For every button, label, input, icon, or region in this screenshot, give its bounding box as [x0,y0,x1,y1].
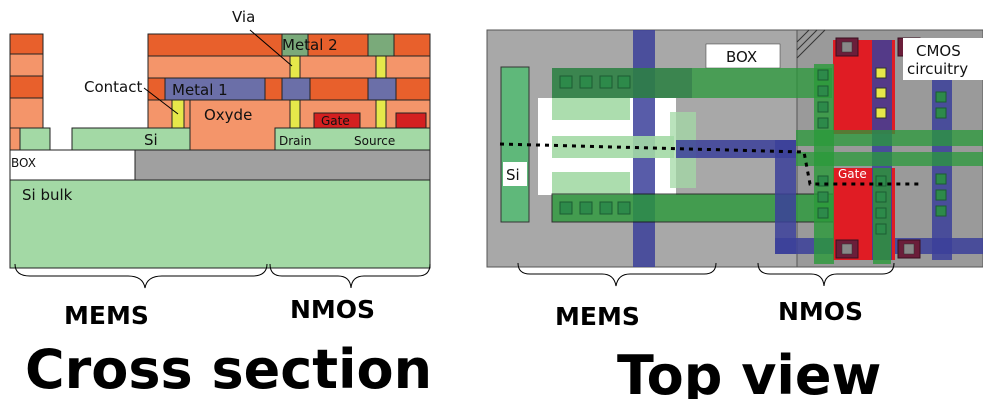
top-gate-label: Gate [838,167,867,181]
top-box-label: BOX [726,48,757,66]
cross-section-diagram: Via Metal 2 Contact Metal 1 Oxyde Gate S… [9,8,432,401]
metal2-pad-2 [367,33,395,57]
si-label: Si [144,131,158,149]
left-si-block [19,127,51,151]
top-nmos-brace [757,262,895,287]
cmos-label-line2: circuitry [907,60,968,78]
cross-section-title: Cross section [25,338,432,399]
top-view-title: Top view [617,344,881,399]
contact-leader [143,87,179,115]
oxide-upper [147,55,431,79]
green-bar-right-1 [796,130,983,146]
contact-2 [289,99,301,129]
lower-metal-line [551,193,843,223]
cmos-label-line1: CMOS [916,42,961,60]
mems-label-cross: MEMS [64,301,149,330]
upper-contacts [559,75,631,89]
si-beam [71,127,191,151]
metal1-block [164,77,266,101]
contact-3 [375,99,387,129]
drain-label: Drain [279,134,311,148]
cmos-hatch [796,29,826,59]
box-label: BOX [11,156,36,170]
drain-source-si [274,127,431,151]
green-bar-right-2 [796,152,983,166]
metal1-block-2 [281,77,311,101]
via-2 [375,55,387,79]
mems-shape-lower [552,172,630,194]
via-label: Via [232,8,255,26]
via-1 [289,55,301,79]
metal2-label: Metal 2 [282,36,338,54]
contact-label: Contact [84,78,142,96]
si-anchor-label-bg [503,162,527,186]
top-mems-label: MEMS [555,302,640,331]
blue-route-vertical [775,140,796,254]
top-si-label: Si [506,166,520,184]
left-stack-metal-2 [9,75,44,99]
source-label: Source [354,134,395,148]
left-stack-oxide-2 [9,97,44,129]
box-layer-right [134,149,431,181]
lower-contacts [559,201,631,215]
gate-label: Gate [321,114,350,128]
top-box-label-bg [705,43,781,69]
nmos-label-cross: NMOS [290,295,375,324]
mems-brace [14,263,268,289]
left-stack-oxide-1 [9,53,44,77]
metal1-label: Metal 1 [172,81,228,99]
gate-block-2 [395,112,427,129]
yellow-contacts [875,67,887,119]
top-view-diagram: BOX Si [486,29,983,404]
oxyde-label: Oxyde [204,106,252,124]
si-bulk-label: Si bulk [22,186,73,204]
cmos-label-bg [903,38,983,80]
top-mems-brace [517,262,717,287]
box-layer-left [9,149,136,181]
left-stack-oxide-3 [9,127,21,151]
top-nmos-label: NMOS [778,297,863,326]
mems-shape-upper [552,98,630,120]
si-anchor [500,66,530,223]
si-bulk-layer [9,179,431,269]
metal1-block-3 [367,77,397,101]
green-col-contacts [817,69,947,235]
via-leader [249,29,293,67]
mems-shape-mid [552,136,674,158]
nmos-brace [269,263,431,289]
cmos-blue-col-2 [932,80,952,260]
left-stack-metal-1 [9,33,44,55]
